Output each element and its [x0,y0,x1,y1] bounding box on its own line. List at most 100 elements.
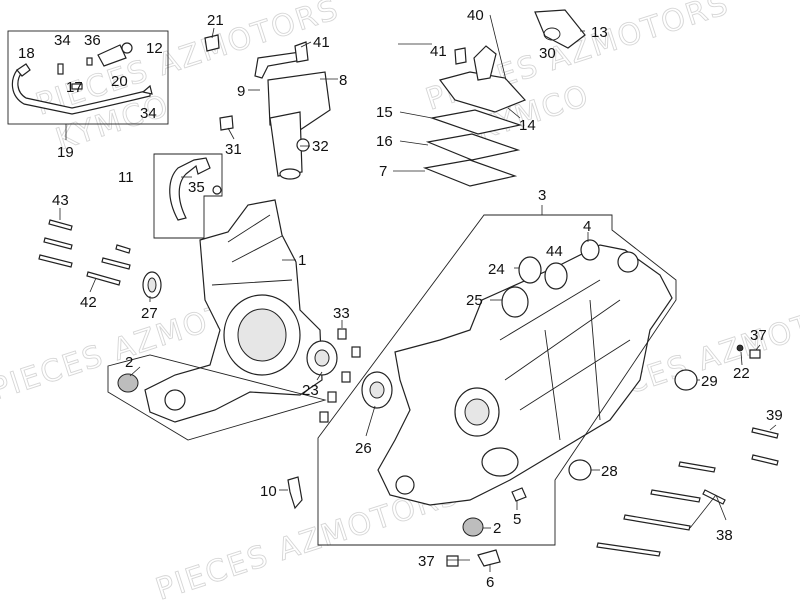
dowel-pin [319,411,329,423]
leader-line [89,277,97,293]
callout-10: 10 [260,483,277,500]
callout-30: 30 [539,45,556,62]
leader-lines [59,14,777,572]
leader-line [489,14,507,81]
bearing-24 [518,256,542,284]
callout-3: 3 [538,187,546,204]
callout-34b: 34 [140,105,157,122]
callout-44: 44 [546,243,563,260]
callout-9: 9 [237,83,245,100]
callout-16: 16 [376,133,393,150]
bolt-set-42-43 [38,219,131,286]
callout-29: 29 [701,373,718,390]
callout-41b: 41 [430,43,447,60]
front-mount-hole [617,251,639,273]
hose-clip-36 [86,57,93,66]
dowel-pin [327,391,337,403]
leader-line [399,140,429,146]
callout-37: 37 [750,327,767,344]
callout-labels: 21 41 8 9 31 32 18 34 36 12 17 20 34 19 … [18,7,783,591]
callout-21: 21 [207,12,224,29]
bolt [38,254,73,268]
bolt-41b [454,47,467,65]
callout-13: 13 [591,24,608,41]
callout-31: 31 [225,141,242,158]
pump-bracket-9 [254,51,303,79]
gasket-7 [422,159,518,187]
callout-33: 33 [333,305,350,322]
oil-seal-21 [204,34,220,52]
hose-kit-frame [7,30,169,125]
leader-line [740,351,743,366]
hose-clip-small [57,63,64,75]
crank-bore [237,308,287,362]
clamp-6 [477,549,501,567]
dowel-pin [351,346,361,358]
gasket-15 [429,109,523,135]
bolt-38 [650,489,701,503]
leader-line [227,127,235,140]
clip-10 [287,476,303,510]
oil-seal-29 [674,369,698,391]
bolt [43,237,73,250]
mount-hole [164,389,186,411]
reed-valve-group [422,9,586,187]
callout-39: 39 [766,407,783,424]
hose-kit-group [7,30,169,140]
leader-line [507,107,521,119]
callout-27: 27 [141,305,158,322]
hose-clamp-12 [121,42,133,54]
leader-line [689,494,717,529]
callout-8: 8 [339,72,347,89]
callout-38: 38 [716,527,733,544]
hose-11-frame [153,153,223,239]
bearing-23-inner [314,349,330,367]
dowel-pin [341,371,351,383]
bearing-44 [544,262,568,290]
crankcase-3-frame [317,214,677,546]
callout-14: 14 [519,117,536,134]
callout-32: 32 [312,138,329,155]
callout-36: 36 [84,32,101,49]
bolt [86,271,121,286]
leader-line [399,111,433,119]
callout-24: 24 [488,261,505,278]
dowel-pin [337,328,347,340]
oil-seal-28 [568,459,592,481]
callout-19: 19 [57,144,74,161]
oil-hose-11 [169,157,211,221]
plug-5 [511,487,527,502]
bolt-41 [294,41,309,63]
leader-line [769,424,777,431]
leader-line [755,344,761,351]
bearing-26-inner [369,381,385,399]
reed-plate-16 [425,133,521,161]
breather-valve-body [97,44,127,67]
callout-4: 4 [583,218,591,235]
callout-12: 12 [146,40,163,57]
callout-26: 26 [355,440,372,457]
callout-5: 5 [513,511,521,528]
callout-23: 23 [302,382,319,399]
bolt-38 [596,542,661,557]
seal-boss [481,447,519,477]
callout-7: 7 [379,163,387,180]
screw-31 [219,115,234,131]
callout-28: 28 [601,463,618,480]
bolt [101,257,131,270]
callout-34: 34 [54,32,71,49]
hose-end-cap [16,63,31,77]
callout-22: 22 [733,365,750,382]
callout-11: 11 [118,169,134,186]
callout-35: 35 [188,179,205,196]
callout-43: 43 [52,192,69,209]
leader-line [715,494,727,521]
crankcase-ribs [211,214,293,286]
cover-plate-13 [534,9,586,49]
bolt-38 [678,461,716,473]
bolt-39 [751,454,779,466]
callout-15: 15 [376,104,393,121]
callout-17: 17 [66,79,83,96]
